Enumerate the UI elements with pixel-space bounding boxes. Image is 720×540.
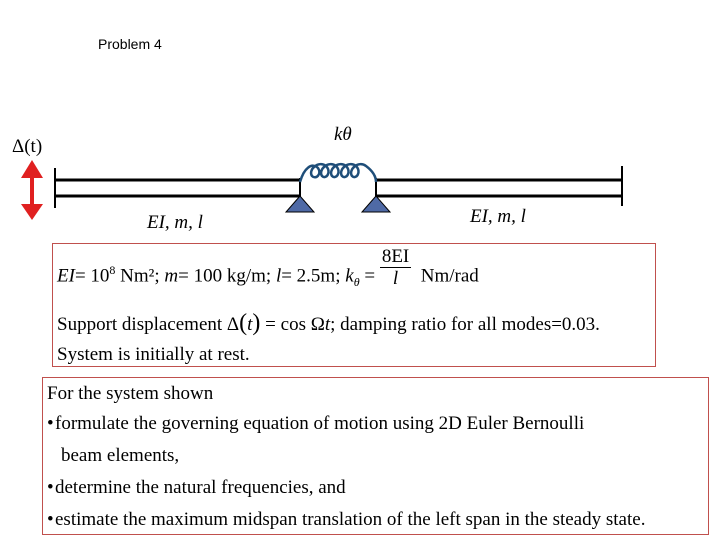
k-theta-label: kθ [334,124,352,145]
l-symbol: l [275,265,282,287]
right-span-support-icon [360,195,392,213]
ei-unit: Nm²; [115,265,165,287]
left-span-support-icon [284,195,316,213]
ei-exponent: 8 [109,263,116,277]
task-item-1: •formulate the governing equation of mot… [47,414,584,433]
support-displacement-line: Support displacement Δ(t) = cos Ωt; damp… [57,310,600,336]
rotational-spring-icon [298,162,378,183]
support-displacement-arrow [21,160,43,220]
task-item-2: •determine the natural frequencies, and [47,478,346,497]
ei-symbol: EI [57,265,75,287]
task-item-1-text: formulate the governing equation of moti… [55,413,585,434]
task-item-3-text: estimate the maximum midspan translation… [55,509,646,530]
k-subscript: θ [353,275,360,290]
ei-value: = 10 [74,265,110,287]
page-title: Problem 4 [98,36,162,52]
support-suffix: ; damping ratio for all modes=0.03. [330,314,600,335]
task-item-2-text: determine the natural frequencies, and [55,477,346,498]
l-value: = 2.5m; [281,265,346,287]
support-prefix: Support displacement Δ [57,314,240,335]
task-item-3: •estimate the maximum midspan translatio… [47,510,645,529]
task-item-1-continued: beam elements, [61,445,180,466]
bullet-2: • [47,477,54,498]
bullet-3: • [47,509,54,530]
bullet-1: • [47,413,54,434]
delta-t-label: Δ(t) [12,136,42,157]
support-eq: = cos Ω [260,314,325,335]
k-symbol: k [345,265,354,287]
m-value: = 100 kg/m; [178,265,276,287]
beam-diagram: Δ(t) kθ EI, m, l EI, m, l [12,124,623,233]
k-unit: Nm/rad [420,265,479,287]
m-symbol: m [164,265,179,287]
parameters-box: EI= 108 Nm²; m= 100 kg/m; l= 2.5m; kθ = … [52,243,656,367]
support-t: t [247,314,253,335]
support-t2: t [324,314,331,335]
right-span-label: EI, m, l [469,206,526,227]
k-equals: = [359,265,380,287]
parameters-line-1: EI= 108 Nm²; m= 100 kg/m; l= 2.5m; kθ = … [57,247,479,290]
k-denominator: l [392,268,399,290]
initial-rest-line: System is initially at rest. [57,344,250,365]
k-numerator: 8EI [379,246,412,269]
tasks-intro: For the system shown [47,383,214,404]
tasks-box: For the system shown •formulate the gove… [42,377,709,535]
left-span-label: EI, m, l [146,212,203,233]
right-beam [375,166,623,206]
left-beam [54,168,301,208]
